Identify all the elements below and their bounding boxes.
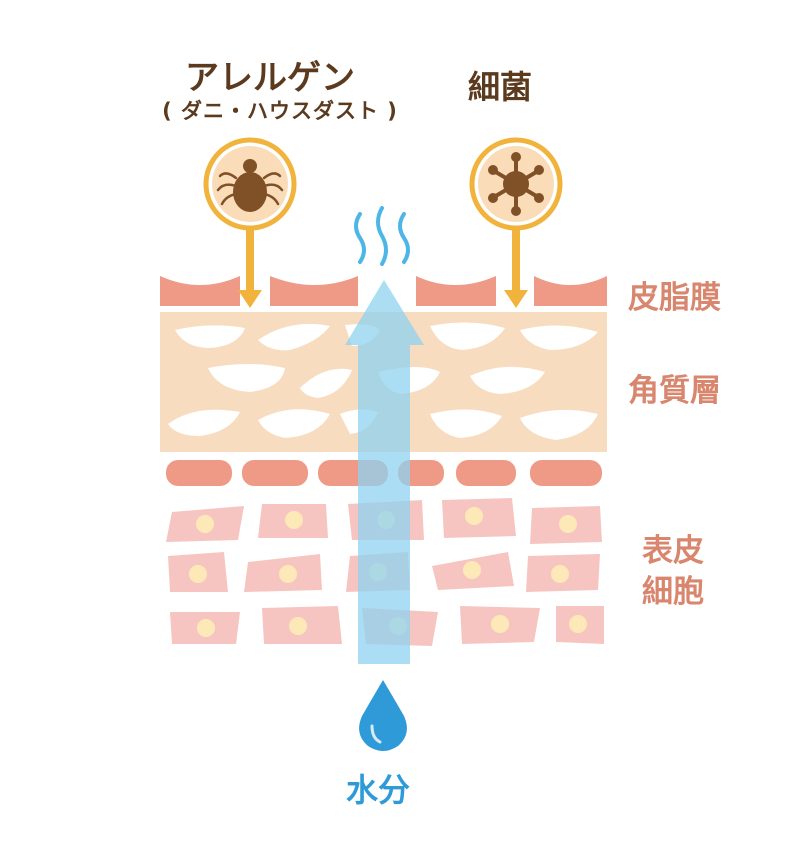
allergen-title: アレルゲン (185, 58, 355, 98)
epidermis-label-line1: 表皮 (642, 533, 704, 569)
dust-mite-icon (203, 137, 297, 231)
moisture-label: 水分 (346, 771, 411, 809)
moisture-arrow (345, 280, 424, 664)
sebum-layer-label: 皮脂膜 (628, 280, 721, 316)
bacteria-title: 細菌 (468, 68, 533, 106)
sebum-film (160, 276, 607, 306)
water-drop-highlight (370, 724, 382, 744)
allergen-subtitle: ( ダニ・ハウスダスト ) (162, 99, 398, 123)
water-drop-icon (359, 680, 407, 751)
epidermis-label-line2: 細胞 (642, 574, 704, 610)
horny-layer-label: 角質層 (628, 373, 721, 409)
bacteria-icon (469, 137, 563, 231)
bacteria-arrow (504, 226, 528, 308)
allergen-arrow (238, 226, 262, 308)
vapor-wave-icon (354, 206, 410, 266)
